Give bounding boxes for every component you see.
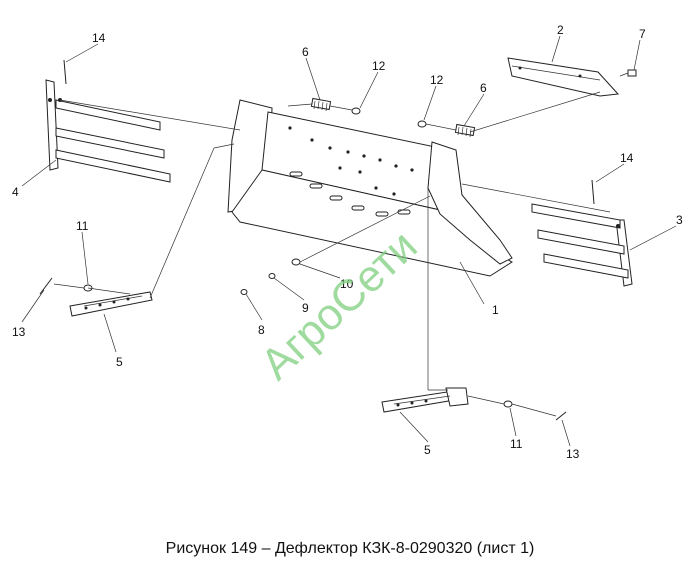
- rod-frame-part-4: [45, 79, 171, 183]
- spring-part-6-left: [310, 97, 332, 112]
- callout-12-right: 12: [430, 73, 444, 87]
- pins: [39, 59, 595, 421]
- callout-numbers: 1 2 3 4 5 5 6 6 7 8 9 10 11 11 12 12 13 …: [12, 23, 683, 461]
- bolt-part-7: [619, 69, 637, 77]
- callout-12-left: 12: [372, 59, 386, 73]
- bracket-part-2: [507, 57, 620, 97]
- callout-2: 2: [557, 23, 564, 37]
- callout-9: 9: [302, 301, 309, 315]
- callout-11-right: 11: [510, 437, 523, 451]
- callout-6-right: 6: [480, 81, 487, 95]
- callout-1: 1: [492, 303, 499, 317]
- callout-13-right: 13: [566, 447, 580, 461]
- callout-14-left: 14: [92, 31, 106, 45]
- callout-10: 10: [340, 277, 354, 291]
- callout-11-left: 11: [76, 219, 89, 233]
- watermark-logo: АгроСети: [251, 221, 426, 389]
- callout-5-right: 5: [424, 443, 431, 457]
- rod-frame-part-3: [531, 203, 633, 287]
- callout-14-right: 14: [620, 151, 634, 165]
- slider-rail-part-5-left: [69, 291, 153, 317]
- callout-5-left: 5: [116, 355, 123, 369]
- callout-leaders: [21, 35, 677, 447]
- spring-part-6-right: [454, 123, 476, 138]
- deflector-body: [227, 99, 513, 277]
- callout-3: 3: [676, 213, 683, 227]
- panel-holes: [288, 126, 414, 196]
- figure-caption: Рисунок 149 – Дефлектор КЗК-8-0290320 (л…: [165, 540, 535, 557]
- slider-rail-part-5-right: [381, 387, 469, 413]
- callout-8: 8: [258, 323, 265, 337]
- assembly-lines: [53, 91, 611, 417]
- callout-4: 4: [12, 185, 19, 199]
- callout-6-left: 6: [302, 45, 309, 59]
- callout-7: 7: [639, 27, 646, 41]
- callout-13-left: 13: [12, 325, 26, 339]
